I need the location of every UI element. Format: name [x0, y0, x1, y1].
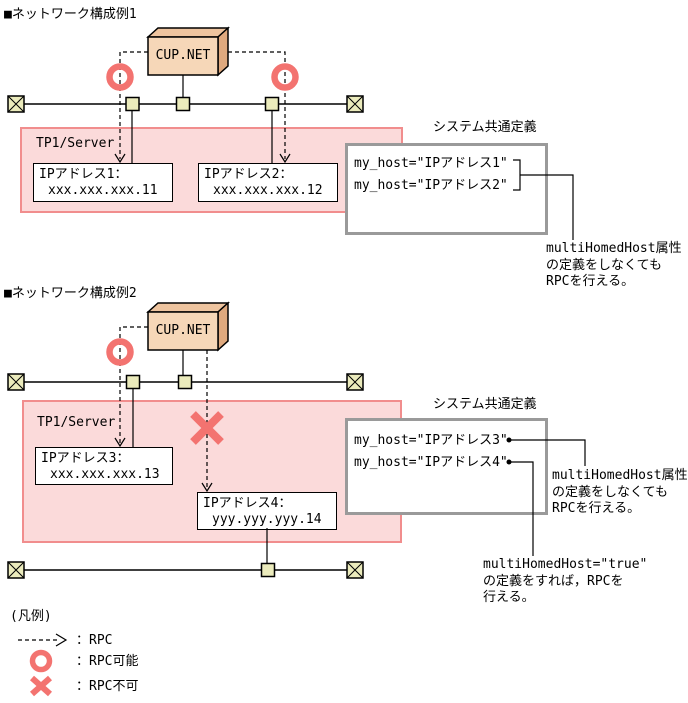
legend-symbols [18, 633, 68, 697]
host-label-2: CUP.NET [155, 322, 211, 338]
ip2-value: xxx.xxx.xxx.12 [213, 183, 323, 199]
note-no-attr-1: multiHomedHost属性 の定義をしなくても RPCを行える。 [546, 241, 682, 289]
definition-entry: my_host="IPアドレス1" [354, 156, 508, 171]
server-label-1: TP1/Server [36, 136, 115, 151]
section-title-1: ■ネットワーク構成例1 [4, 7, 137, 22]
definition-entry: my_host="IPアドレス2" [354, 178, 508, 193]
terminator-icon [7, 95, 25, 113]
host-label-1: CUP.NET [155, 47, 211, 63]
definition-entry: my_host="IPアドレス3" [354, 433, 508, 448]
rpc-ng-icon [30, 675, 52, 697]
ip-address-box-4: IPアドレス4： yyy.yyy.yyy.14 [197, 492, 337, 530]
note-true: multiHomedHost="true" の定義をすれば，RPCを 行える。 [483, 557, 648, 605]
legend-label-rpc-ng: ：RPC不可 [76, 679, 139, 694]
server-label-2: TP1/Server [37, 415, 116, 430]
definition-title-1: システム共通定義 [433, 120, 537, 135]
terminator-icon [346, 373, 364, 391]
definition-title-2: システム共通定義 [433, 397, 537, 412]
ip3-value: xxx.xxx.xxx.13 [50, 467, 160, 483]
network-bus-2b [7, 561, 364, 579]
ip2-label: IPアドレス2： [204, 167, 293, 182]
definition-entry: my_host="IPアドレス4" [354, 455, 508, 470]
ip3-label: IPアドレス3： [41, 451, 130, 466]
ip-address-box-3: IPアドレス3： xxx.xxx.xxx.13 [35, 447, 173, 485]
network-bus-1 [7, 95, 364, 113]
legend-label-rpc: ：RPC [76, 633, 113, 648]
rpc-ok-icon [106, 63, 134, 91]
section-title-2: ■ネットワーク構成例2 [4, 286, 137, 301]
ip4-value: yyy.yyy.yyy.14 [212, 512, 322, 528]
connector-node-icon [260, 562, 276, 578]
connector-node-icon [125, 374, 141, 390]
connector-node-icon [264, 96, 280, 112]
terminator-icon [346, 95, 364, 113]
ip-address-box-2: IPアドレス2： xxx.xxx.xxx.12 [198, 163, 338, 202]
ip1-value: xxx.xxx.xxx.11 [48, 183, 158, 199]
legend-label-rpc-ok: ：RPC可能 [76, 654, 139, 669]
terminator-icon [346, 561, 364, 579]
legend-title: (凡例) [10, 609, 52, 624]
network-bus-2a [7, 373, 364, 391]
connector-node-icon [175, 96, 191, 112]
connector-node-icon [125, 96, 140, 112]
ip4-label: IPアドレス4： [203, 496, 292, 511]
rpc-ok-icon [29, 649, 53, 673]
ip1-label: IPアドレス1： [39, 167, 128, 182]
ip-address-box-1: IPアドレス1： xxx.xxx.xxx.11 [33, 163, 173, 202]
rpc-arrowhead-icon [55, 633, 68, 647]
terminator-icon [7, 561, 25, 579]
note-no-attr-2: multiHomedHost属性 の定義をしなくても RPCを行える。 [552, 468, 688, 516]
connector-node-icon [177, 374, 193, 390]
terminator-icon [7, 373, 25, 391]
rpc-ok-icon [106, 338, 134, 366]
rpc-ok-icon [271, 63, 299, 91]
